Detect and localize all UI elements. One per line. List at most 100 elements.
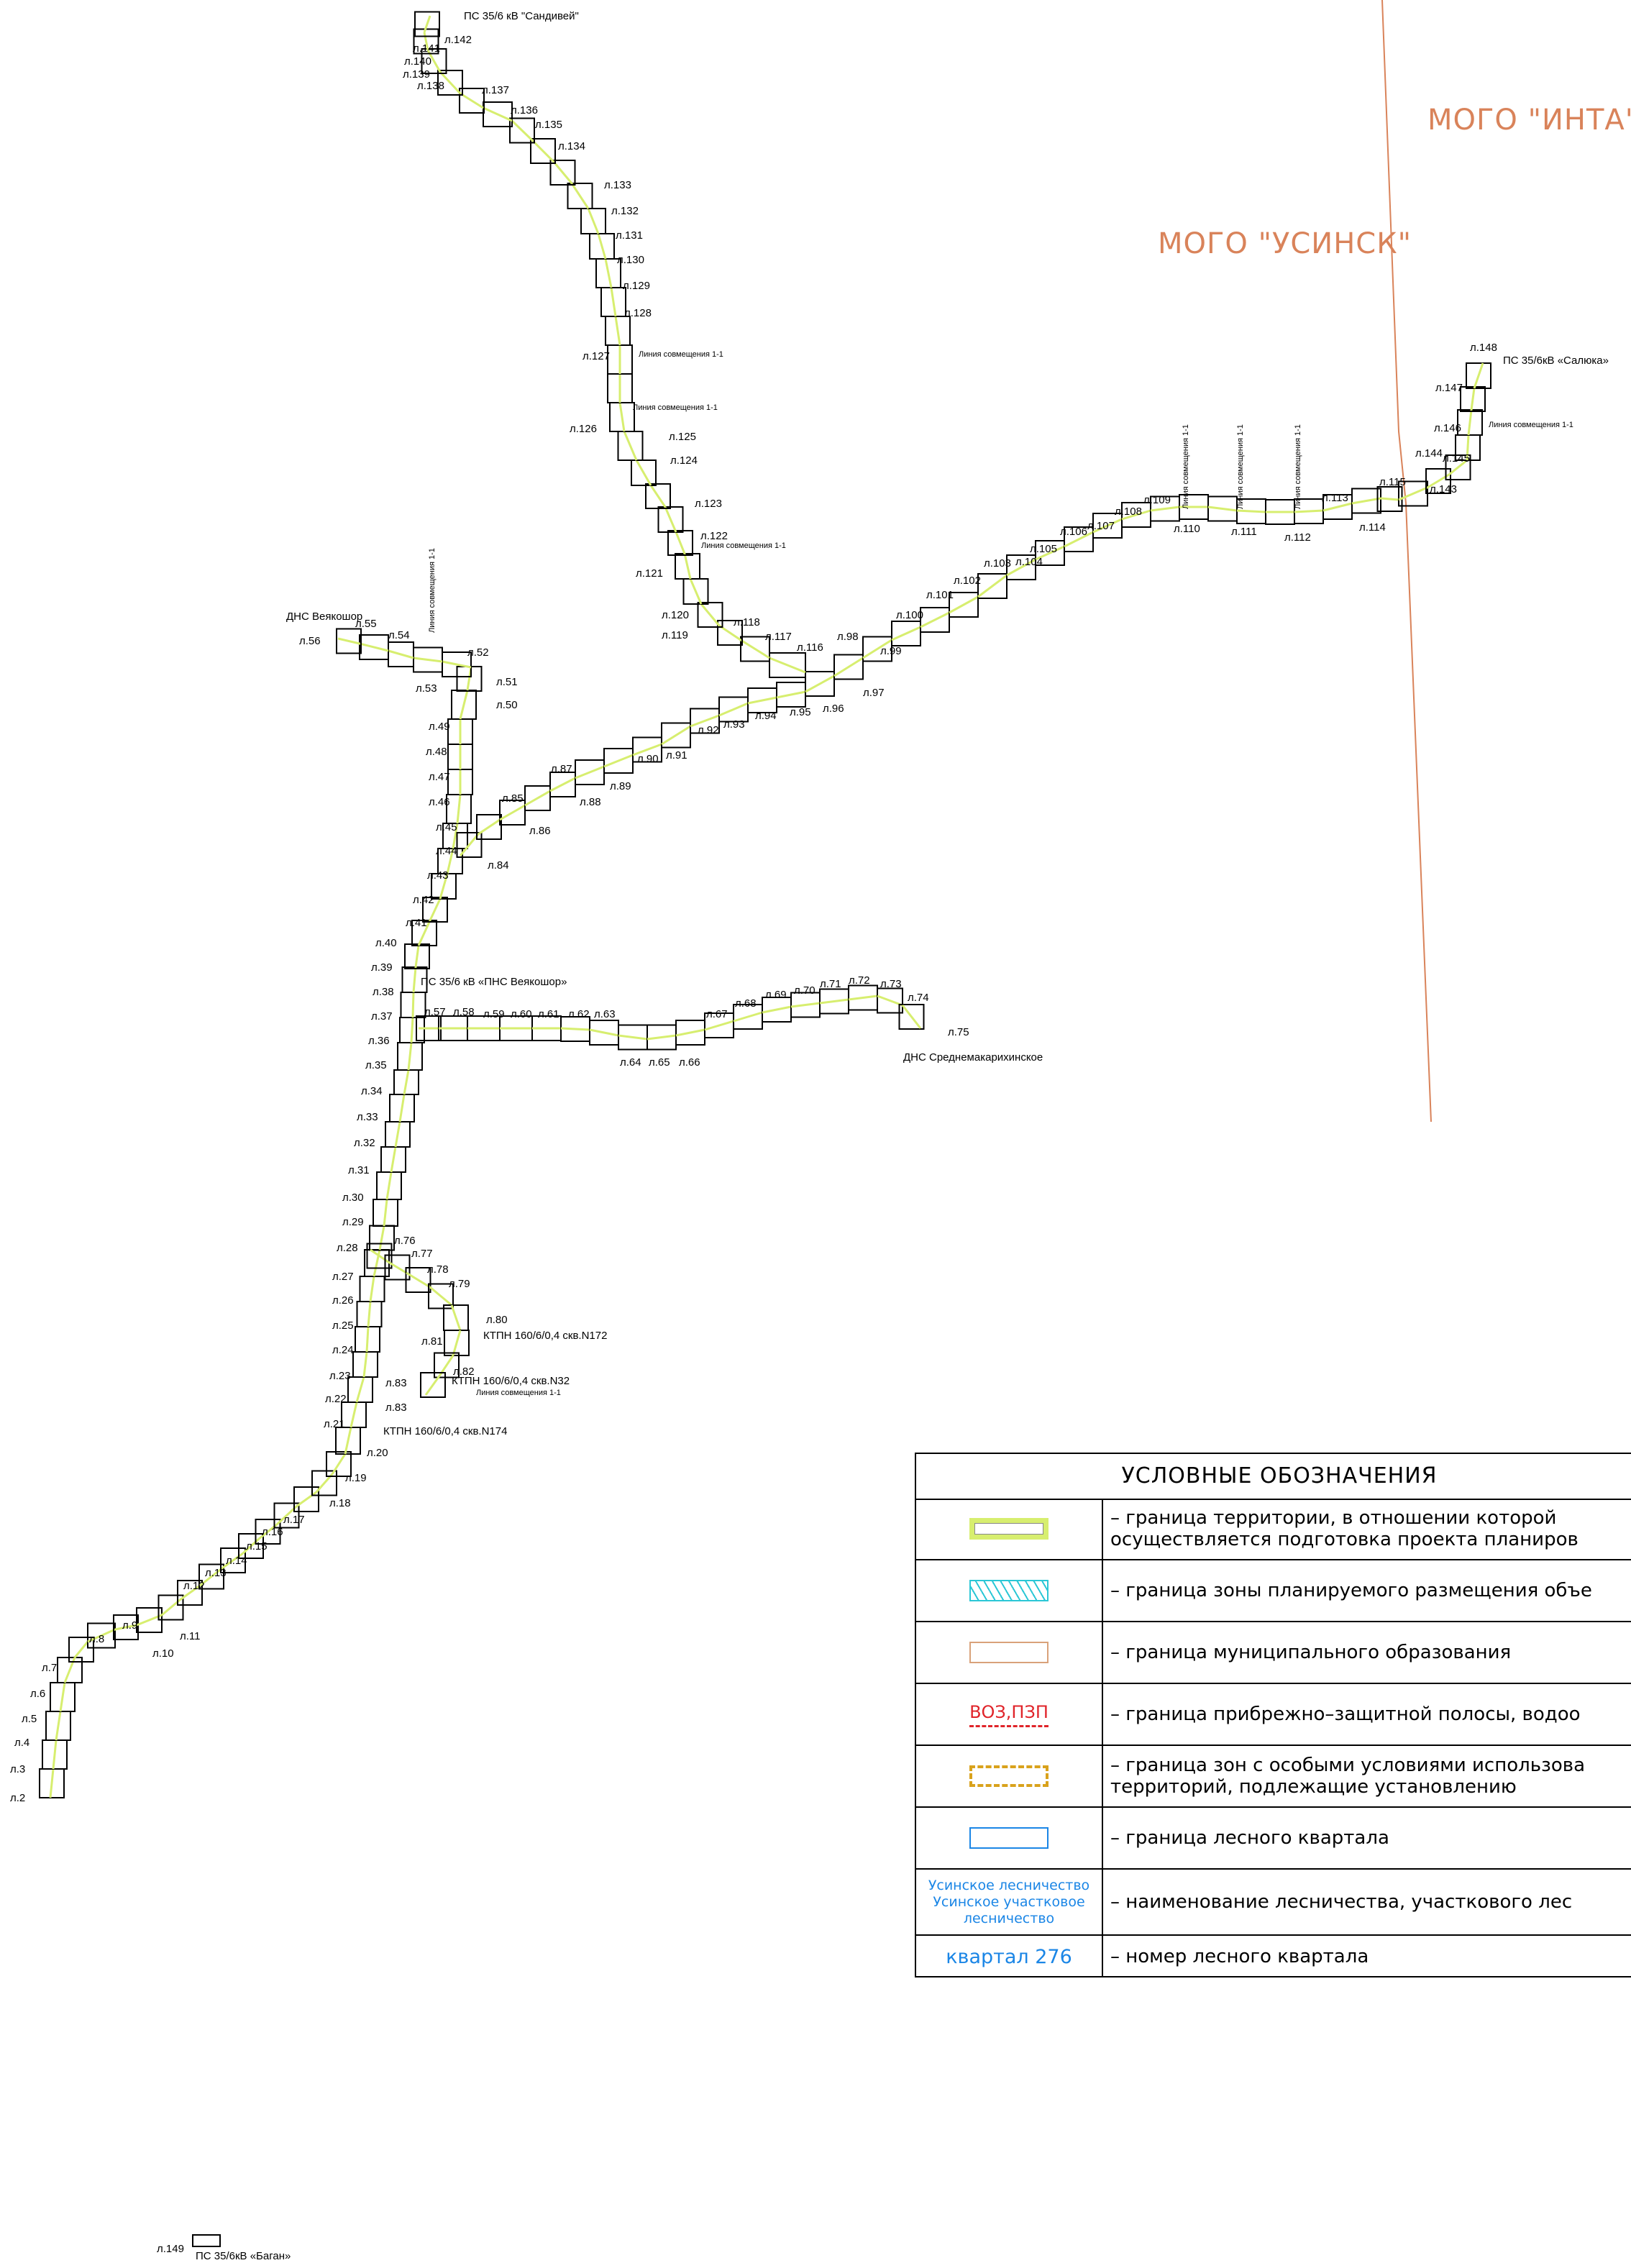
line-axis [365,1326,370,1353]
corridor-segment [434,1352,460,1378]
support-label: л.62 [568,1008,590,1020]
support-label: л.53 [416,682,437,695]
quarter-number-symbol: квартал 276 [946,1945,1072,1968]
corridor-segment [422,897,448,923]
line-axis [417,920,431,946]
support-label: л.25 [332,1320,354,1332]
support-label: л.117 [765,631,792,643]
corridor-segment [113,1614,139,1640]
support-label: л.141 [413,42,440,55]
support-label: л.89 [610,780,631,792]
support-label: л.13 [205,1567,227,1579]
legend-row-planning-territory: – граница территории, в отношении которо… [916,1499,1631,1560]
support-label: л.79 [449,1278,470,1290]
corridor-segment [336,628,362,654]
support-label: л.44 [436,845,457,857]
line-axis [315,1473,334,1493]
support-label: л.143 [1430,483,1457,495]
support-label: л.2 [10,1792,25,1804]
legend-symbol-cell [916,1622,1103,1683]
support-label: л.121 [636,567,663,580]
support-label: л.47 [429,771,450,783]
line-axis [439,70,462,95]
support-label: л.110 [1174,523,1200,535]
combination-line-label: Линия совмещения 1-1 [428,548,437,633]
support-label: л.125 [669,431,696,443]
line-axis [1121,509,1151,521]
combination-line-label: Линия совмещения 1-1 [633,403,718,412]
support-label: л.113 [1322,492,1348,504]
support-label: л.70 [794,984,816,997]
support-label: л.20 [367,1447,388,1459]
support-label: л.92 [698,724,719,736]
corridor-segment [632,736,662,763]
support-label: л.120 [662,609,689,621]
corridor-segment [769,652,806,678]
ps-bagan-label: ПС 35/6кВ «Баган» [196,2250,291,2262]
line-axis [429,1286,452,1307]
line-axis [862,639,892,659]
legend-row-forest-quarter: – граница лесного квартала [916,1808,1631,1870]
corridor-segment [920,607,950,633]
corridor-segment [444,1330,470,1356]
line-axis [398,1094,406,1122]
support-label: л.3 [10,1763,25,1775]
line-axis [610,287,617,317]
support-label: л.55 [355,618,377,630]
line-axis [977,574,1008,598]
support-label: л.90 [637,753,659,765]
line-axis [597,233,607,260]
legend-text: – номер лесного квартала [1110,1946,1369,1967]
support-label: л.81 [421,1335,443,1348]
legend-row-quarter-number: квартал 276 – номер лесного квартала [916,1936,1631,1976]
support-label: л.8 [89,1633,104,1645]
corridor-segment [1006,554,1036,580]
support-label: л.111 [1231,526,1257,538]
support-label: л.83 [385,1402,407,1414]
line-axis [412,966,417,993]
corridor-segment [420,1372,446,1398]
line-axis [560,1027,590,1031]
support-label: л.52 [467,646,489,659]
corridor-segment [326,1451,352,1477]
line-axis [762,1005,792,1014]
combination-line-label: Линия совмещения 1-1 [476,1389,561,1397]
support-labels: л.2л.3л.4л.5л.6л.7л.8л.9л.10л.11л.12л.13… [10,34,1497,2255]
line-axis [1294,509,1324,513]
forestry-name-line: Усинское участковое [933,1893,1085,1910]
support-label: л.73 [880,978,902,990]
support-label: л.50 [496,699,518,711]
support-label: л.137 [482,84,509,96]
support-label: л.124 [670,454,698,467]
support-label: л.41 [406,917,427,929]
line-axis [1006,558,1036,577]
support-label: л.135 [535,119,562,131]
support-label: л.56 [299,635,321,647]
support-label: л.46 [429,796,450,808]
support-label: л.95 [790,706,811,718]
support-label: л.98 [837,631,859,643]
ps-bagan-box [192,2234,221,2247]
support-label: л.139 [403,68,430,81]
line-axis [1150,506,1180,512]
support-label: л.129 [623,280,650,292]
corridor-segment [1457,409,1483,436]
support-label: л.133 [604,179,631,191]
support-label: л.112 [1284,531,1311,544]
line-axis [623,431,638,461]
line-axis [635,459,652,486]
red-water-symbol: ВОЗ,ПЗП [969,1701,1048,1722]
support-label: л.38 [373,986,394,998]
support-label: л.4 [14,1737,29,1749]
legend-row-municipal-boundary: – граница муниципального образования [916,1622,1631,1684]
forestry-name-line: Усинское лесничество [928,1877,1090,1893]
legend-panel: УСЛОВНЫЕ ОБОЗНАЧЕНИЯ – граница территори… [915,1453,1631,1977]
support-label: л.36 [368,1035,390,1047]
support-label: л.64 [620,1056,641,1069]
ktpn-174-label: КТПН 160/6/0,4 скв.N174 [383,1425,507,1437]
support-label: л.134 [558,140,585,152]
corridor-segment [717,620,743,646]
legend-text: – граница зоны планируемого размещения о… [1110,1580,1592,1601]
corridor-segment [833,654,864,680]
line-axis [718,624,741,641]
